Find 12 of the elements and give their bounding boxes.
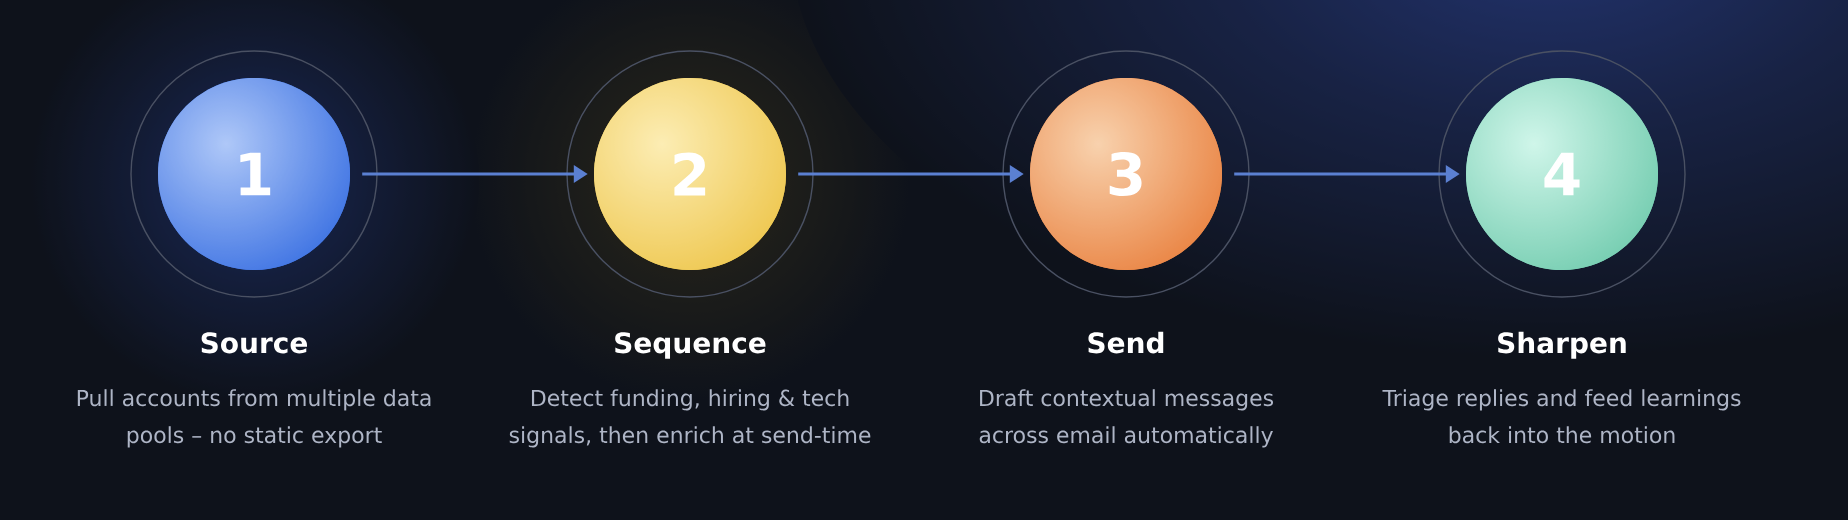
step-description: Pull accounts from multiple data pools – no static export <box>77 389 431 448</box>
numbered-sphere: 4 <box>1466 78 1658 270</box>
numbered-sphere: 1 <box>158 78 350 270</box>
step-description: Triage replies and feed learnings back into the motion <box>1382 389 1741 444</box>
step-description: Draft contextual messages across email automatically <box>979 389 1274 448</box>
numbered-sphere: 3 <box>1030 78 1222 270</box>
step-title: Source <box>201 332 307 354</box>
step-title: Sequence <box>615 332 766 359</box>
numbered-sphere: 2 <box>594 78 786 270</box>
step-description: Detect funding, hiring & tech signals, then enrich at send-time <box>509 389 871 448</box>
step-title: Send <box>1088 331 1164 354</box>
step-title: Sharpen <box>1498 331 1626 359</box>
